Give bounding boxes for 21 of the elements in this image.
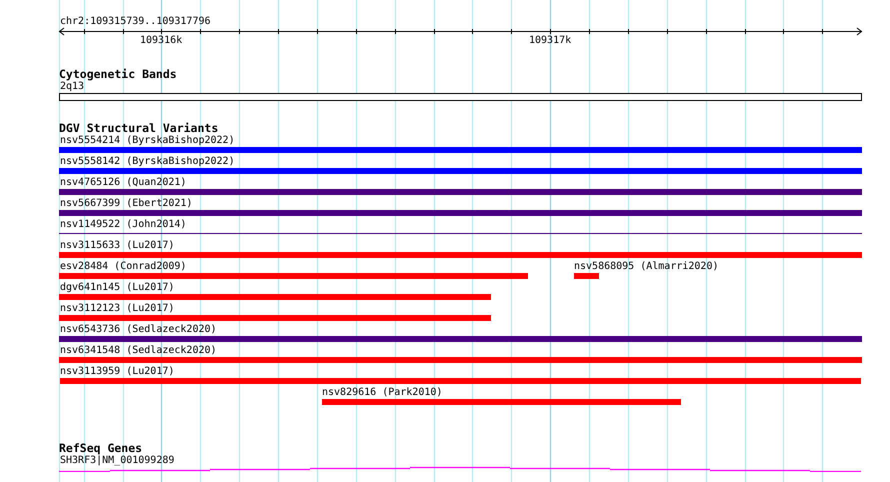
variant-label: nsv5868095 (Almarri2020) <box>574 260 718 272</box>
variant-label: nsv5667399 (Ebert2021) <box>60 198 192 208</box>
variant-label: nsv3113959 (Lu2017) <box>60 366 174 376</box>
variant-label: dgv641n145 (Lu2017) <box>60 282 174 292</box>
variant-label: nsv6543736 (Sedlazeck2020) <box>60 324 217 334</box>
track-title: Cytogenetic Bands <box>59 68 177 80</box>
track-title: DGV Structural Variants <box>59 122 218 134</box>
variant-label: esv28484 (Conrad2009) <box>60 260 186 272</box>
gene-label: SH3RF3|NM_001099289 <box>60 454 174 466</box>
variant-label: nsv829616 (Park2010) <box>322 386 442 398</box>
variant-label: nsv5558142 (ByrskaBishop2022) <box>60 156 235 166</box>
variant-label: nsv3115633 (Lu2017) <box>60 240 174 250</box>
variant-label: nsv1149522 (John2014) <box>60 218 186 230</box>
variant-label: nsv3112123 (Lu2017) <box>60 302 174 314</box>
variant-label: nsv6341548 (Sedlazeck2020) <box>60 344 217 356</box>
tick-label: 109316k <box>140 34 182 46</box>
band-label: 2q13 <box>60 80 84 92</box>
coordinate-label: chr2:109315739..109317796 <box>60 16 211 26</box>
tick-label: 109317k <box>529 34 572 46</box>
variant-label: nsv5554214 (ByrskaBishop2022) <box>60 134 235 146</box>
variant-label: nsv4765126 (Quan2021) <box>60 176 186 188</box>
